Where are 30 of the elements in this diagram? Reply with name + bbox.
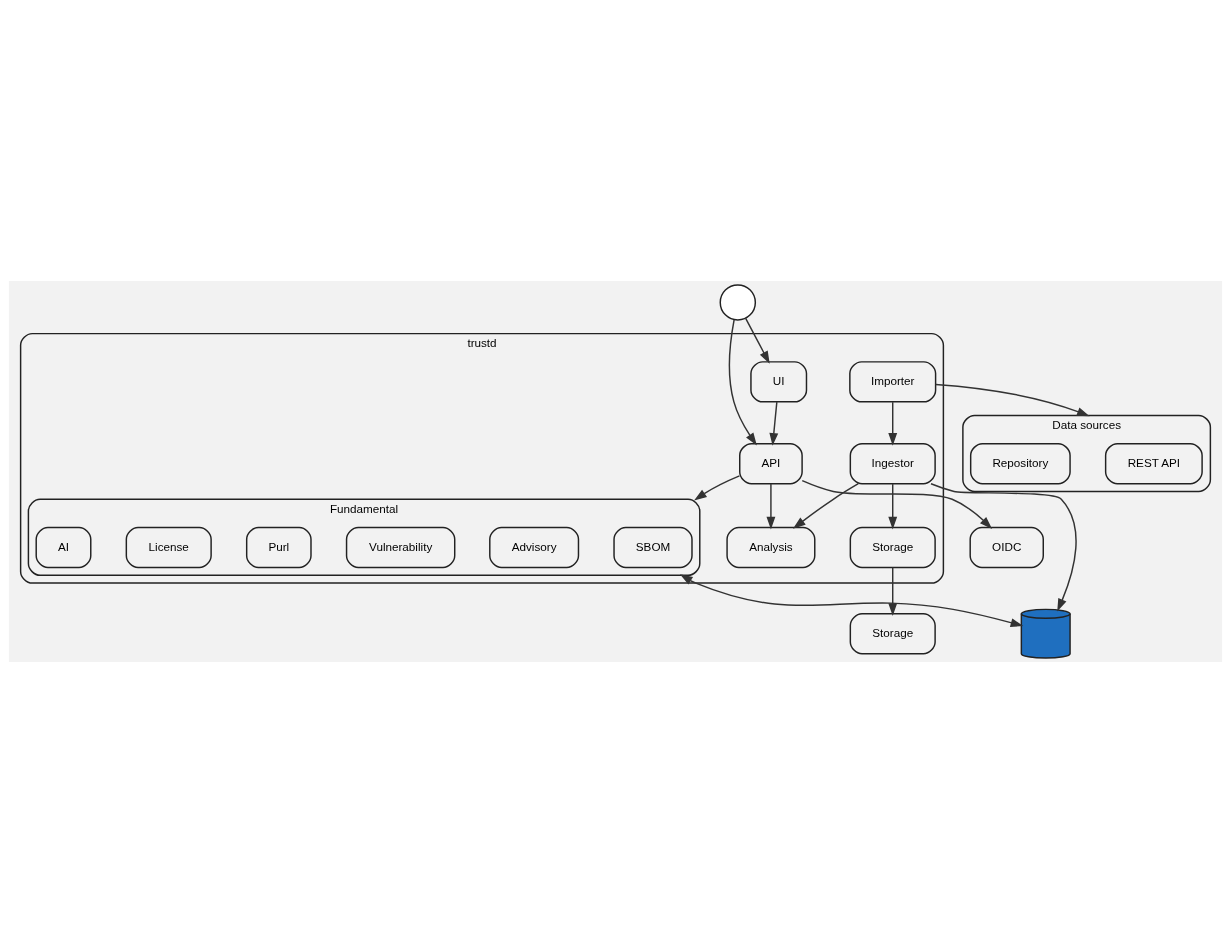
node-box: Repository	[969, 443, 1071, 485]
node-box: Advisory	[489, 526, 580, 569]
node-box: Analysis	[726, 526, 816, 569]
node-box: Storage	[849, 526, 936, 569]
node-box: Storage	[849, 613, 936, 655]
node-person	[719, 284, 757, 321]
node-box: API	[739, 443, 803, 485]
arrow	[766, 483, 776, 530]
arrow	[728, 319, 757, 446]
node-box: REST API	[1104, 443, 1203, 485]
arrow	[930, 483, 1077, 612]
arrow	[792, 483, 860, 529]
node-box: UI	[750, 361, 808, 403]
arrow	[694, 475, 741, 501]
node-box: Importer	[849, 361, 937, 403]
node-box: Vulnerability	[345, 526, 456, 569]
arrow	[934, 383, 1090, 417]
node-box: OIDC	[969, 526, 1044, 569]
arrow	[744, 317, 770, 364]
arrow	[769, 401, 779, 446]
node-box: Ingestor	[849, 443, 936, 485]
arrow	[888, 483, 898, 530]
arrow	[888, 401, 898, 446]
node-box: SBOM	[613, 526, 693, 569]
arrow	[801, 479, 993, 529]
arrow	[888, 566, 898, 616]
node-box: Purl	[245, 526, 312, 569]
node-box: AI	[35, 526, 92, 569]
arrow	[679, 574, 1024, 627]
node-box: License	[125, 526, 212, 569]
